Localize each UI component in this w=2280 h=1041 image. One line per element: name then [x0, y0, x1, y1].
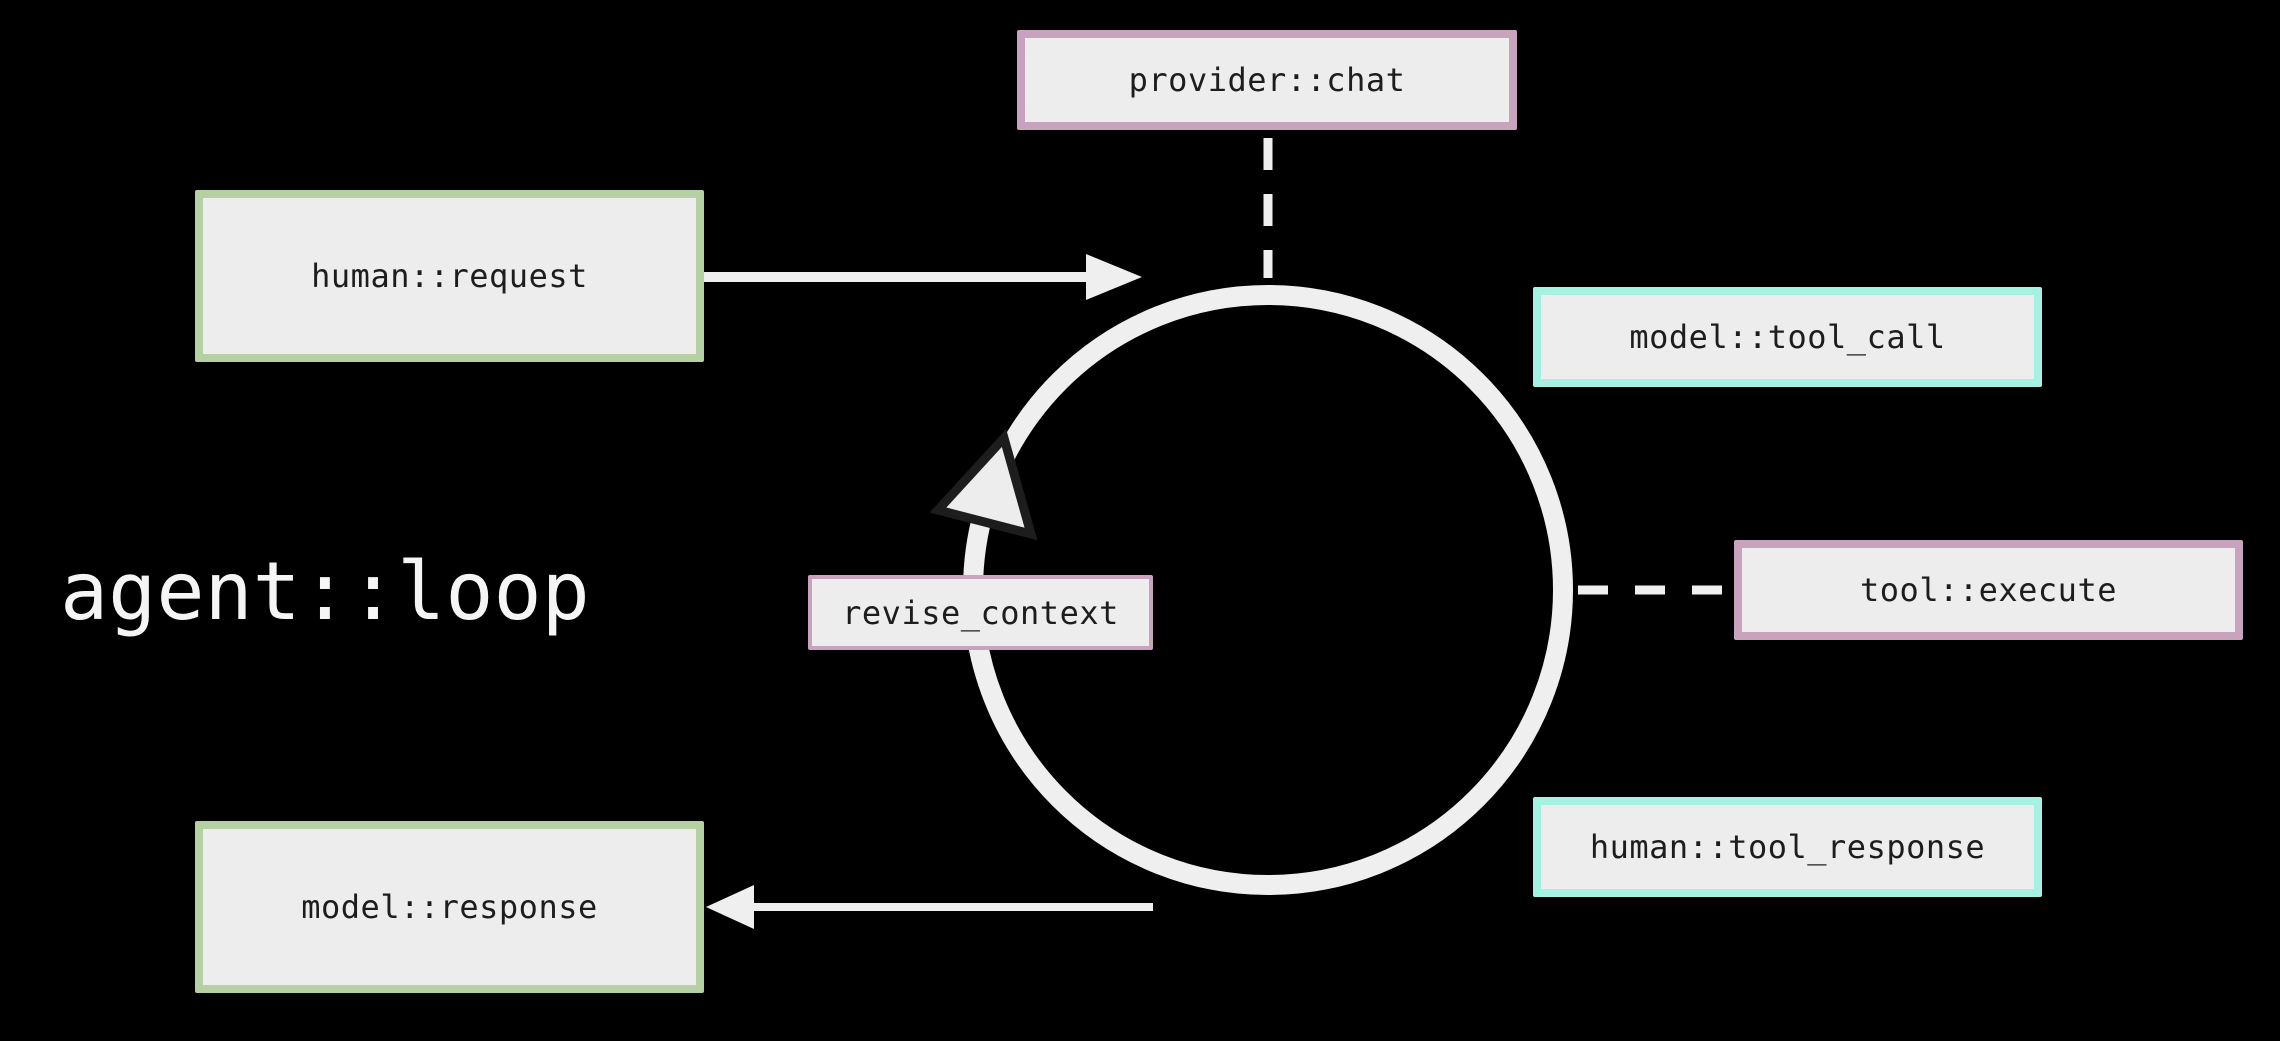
node-model-response: model::response	[195, 821, 704, 993]
node-model-tool-call: model::tool_call	[1533, 287, 2042, 387]
node-tool-execute: tool::execute	[1734, 540, 2243, 640]
node-revise-context: revise_context	[808, 575, 1153, 650]
arrow-human-request-head-icon	[1086, 254, 1142, 300]
arrow-model-response-head-icon	[706, 885, 754, 929]
node-provider-chat: provider::chat	[1017, 30, 1517, 130]
node-human-request: human::request	[195, 190, 704, 362]
loop-title: agent::loop	[60, 545, 590, 638]
node-human-tool-response: human::tool_response	[1533, 797, 2042, 897]
loop-direction-arrowhead-icon	[929, 429, 1038, 541]
